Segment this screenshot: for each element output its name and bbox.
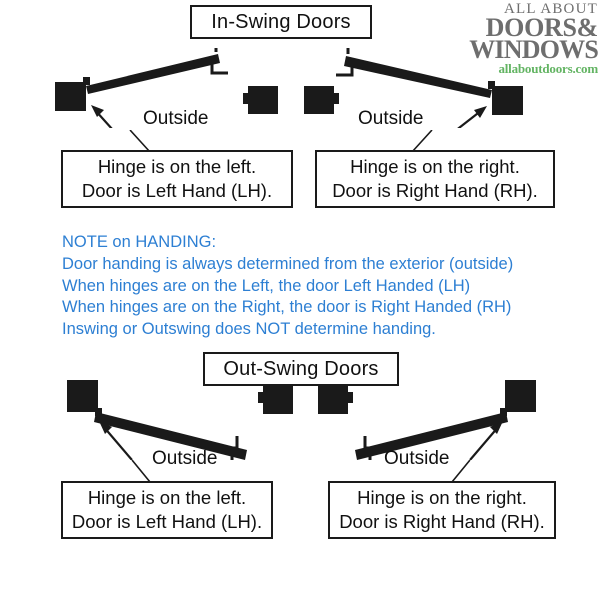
leader-left bbox=[129, 130, 151, 153]
out-door-panel-right bbox=[355, 412, 508, 460]
out-strike-jamb-block-right bbox=[318, 384, 348, 414]
outswing-left-caption-box: Hinge is on the left. Door is Left Hand … bbox=[61, 481, 273, 539]
hinge-pin-right bbox=[488, 81, 495, 89]
out-strike-jamb-block-left bbox=[263, 384, 293, 414]
door-panel-left bbox=[86, 54, 220, 94]
inswing-title-box: In-Swing Doors bbox=[190, 5, 372, 39]
hinge-jamb-block-right bbox=[492, 86, 523, 115]
logo-line-all-about: ALL ABOUT bbox=[504, 1, 598, 17]
out-door-handle-right bbox=[363, 436, 378, 450]
strike-jamb-block-left bbox=[248, 86, 278, 114]
out-hinge-jamb-block-right bbox=[505, 380, 536, 412]
out-leader-right bbox=[451, 460, 471, 483]
outswing-left-outside-label: Outside bbox=[152, 448, 218, 469]
inswing-left-caption-box: Hinge is on the left. Door is Left Hand … bbox=[61, 150, 293, 208]
out-hinge-jamb-block-left bbox=[67, 380, 98, 412]
outswing-left-caption-line1: Hinge is on the left. bbox=[87, 487, 247, 509]
outswing-right-caption-line2: Door is Right Hand (RH). bbox=[339, 511, 545, 532]
out-strike-notch-right bbox=[347, 392, 353, 403]
outswing-right-outside-label: Outside bbox=[384, 448, 450, 469]
out-strike-notch-left bbox=[258, 392, 264, 403]
strike-jamb-block-right bbox=[304, 86, 334, 114]
inswing-right-pointer-arrow bbox=[457, 106, 487, 128]
inswing-right-caption-line1: Hinge is on the right. bbox=[350, 156, 520, 178]
inswing-right-outside-label: Outside bbox=[358, 108, 424, 129]
inswing-left-caption-line1: Hinge is on the left. bbox=[97, 156, 257, 178]
strike-notch-right bbox=[333, 93, 339, 104]
outswing-door-drawings bbox=[67, 380, 536, 460]
note-line-4: Inswing or Outswing does NOT determine h… bbox=[62, 320, 436, 339]
inswing-callout-leaders bbox=[129, 130, 433, 153]
logo-line-doors: DOORS& bbox=[485, 13, 599, 42]
inswing-left-outside-label: Outside bbox=[143, 108, 209, 129]
inswing-right-door-assembly bbox=[304, 48, 523, 128]
outswing-right-door-assembly bbox=[318, 380, 536, 460]
door-panel-right bbox=[344, 56, 492, 98]
hinge-pin-left bbox=[83, 77, 90, 85]
outswing-left-caption-line2: Door is Left Hand (LH). bbox=[71, 511, 263, 532]
note-line-2: When hinges are on the Left, the door Le… bbox=[62, 276, 471, 295]
note-heading: NOTE on HANDING: bbox=[62, 233, 217, 251]
inswing-left-caption-line2: Door is Left Hand (LH). bbox=[81, 180, 273, 201]
out-door-panel-left bbox=[94, 412, 247, 460]
note-line-1: Door handing is always determined from t… bbox=[62, 254, 514, 273]
outswing-right-pointer-arrow bbox=[469, 421, 503, 460]
handing-note-block: NOTE on HANDING: Door handing is always … bbox=[62, 232, 522, 341]
inswing-door-drawings bbox=[55, 48, 523, 128]
logo-line-windows: WINDOWS bbox=[469, 35, 599, 64]
outswing-callout-leaders bbox=[131, 460, 471, 483]
note-line-3: When hinges are on the Right, the door i… bbox=[62, 298, 512, 317]
out-hinge-pin-right bbox=[500, 408, 507, 416]
outswing-title-label: Out-Swing Doors bbox=[223, 357, 379, 380]
hinge-jamb-block-left bbox=[55, 82, 86, 111]
logo-website-url: allaboutdoors.com bbox=[498, 61, 598, 76]
door-handle-left bbox=[210, 61, 228, 75]
outswing-right-caption-box: Hinge is on the right. Door is Right Han… bbox=[328, 481, 556, 539]
outswing-right-caption-line1: Hinge is on the right. bbox=[357, 487, 527, 509]
inswing-right-caption-line2: Door is Right Hand (RH). bbox=[332, 180, 538, 201]
out-door-handle-left bbox=[224, 436, 239, 450]
inswing-right-caption-box: Hinge is on the right. Door is Right Han… bbox=[315, 150, 555, 208]
leader-right bbox=[411, 130, 433, 153]
inswing-left-door-assembly bbox=[55, 48, 278, 128]
out-hinge-pin-left bbox=[95, 408, 102, 416]
door-handle-right bbox=[336, 63, 354, 77]
outswing-title-box: Out-Swing Doors bbox=[203, 352, 399, 386]
outswing-left-pointer-arrow bbox=[99, 421, 133, 460]
out-leader-left bbox=[131, 460, 151, 483]
strike-notch-left bbox=[243, 93, 249, 104]
outswing-left-door-assembly bbox=[67, 380, 293, 460]
inswing-left-pointer-arrow bbox=[91, 105, 113, 128]
company-logo: ALL ABOUT DOORS& WINDOWS allaboutdoors.c… bbox=[440, 1, 599, 76]
inswing-title-label: In-Swing Doors bbox=[211, 10, 351, 33]
